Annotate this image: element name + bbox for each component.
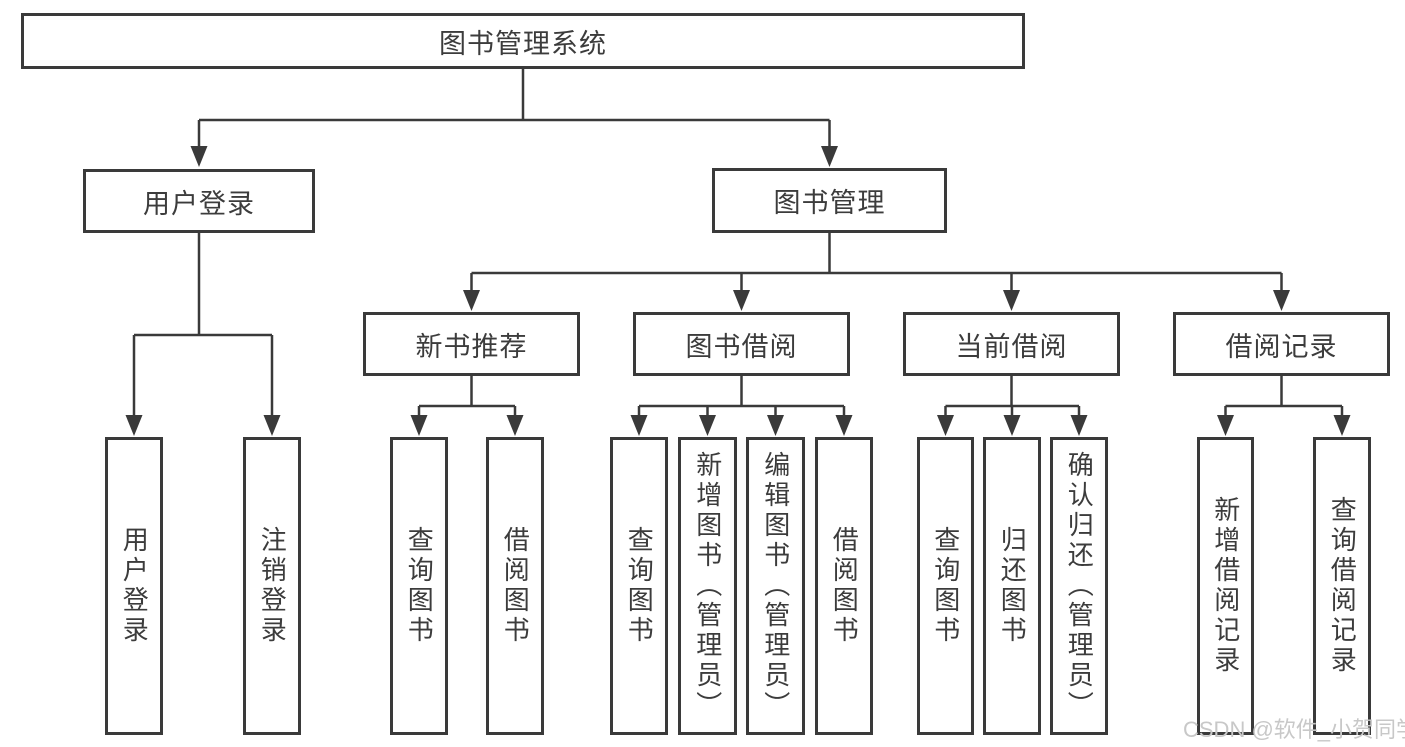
leaf-current-return-books: 归还图书 [983, 437, 1041, 735]
node-label: 借阅图书 [500, 526, 531, 646]
node-label: 图书借阅 [685, 331, 798, 362]
leaf-borrowing-query-books: 查询图书 [610, 437, 668, 735]
leaf-user-login: 用户登录 [105, 437, 163, 735]
leaf-recommend-query-books: 查询图书 [390, 437, 448, 735]
node-label: 借阅记录 [1225, 331, 1338, 362]
node-label: 新增借阅记录 [1210, 496, 1241, 676]
node-new-book-recommend: 新书推荐 [363, 312, 580, 376]
node-label: 用户登录 [119, 526, 150, 646]
node-label: 注销登录 [257, 526, 288, 646]
node-label: 用户登录 [143, 188, 255, 219]
node-label: 图书管理系统 [439, 28, 607, 59]
node-root-library-management-system: 图书管理系统 [21, 13, 1025, 69]
node-label: 查询图书 [404, 526, 435, 646]
leaf-borrowing-add-books-admin: 新增图书（管理员） [678, 437, 737, 735]
node-label: 当前借阅 [955, 331, 1068, 362]
node-label: 查询图书 [624, 526, 655, 646]
node-user-login-group: 用户登录 [83, 169, 315, 233]
node-label: 编辑图书（管理员） [760, 451, 791, 721]
leaf-logout: 注销登录 [243, 437, 301, 735]
node-book-borrowing: 图书借阅 [633, 312, 850, 376]
node-label: 借阅图书 [829, 526, 860, 646]
node-label: 确认归还（管理员） [1064, 451, 1095, 721]
leaf-borrowing-borrow-books: 借阅图书 [815, 437, 873, 735]
node-label: 查询借阅记录 [1327, 496, 1358, 676]
leaf-records-query-borrow-record: 查询借阅记录 [1313, 437, 1371, 735]
leaf-borrowing-edit-books-admin: 编辑图书（管理员） [746, 437, 805, 735]
leaf-records-add-borrow-record: 新增借阅记录 [1197, 437, 1254, 735]
node-label: 新增图书（管理员） [692, 451, 723, 721]
node-label: 图书管理 [773, 188, 886, 218]
leaf-current-confirm-return-admin: 确认归还（管理员） [1050, 437, 1108, 735]
node-borrowing-records: 借阅记录 [1173, 312, 1390, 376]
node-label: 查询图书 [930, 526, 961, 646]
csdn-watermark: CSDN @软件_小贺同学 [1183, 717, 1405, 742]
leaf-current-query-books: 查询图书 [917, 437, 974, 735]
node-label: 新书推荐 [415, 331, 528, 362]
node-current-borrowing: 当前借阅 [903, 312, 1120, 376]
node-label: 归还图书 [997, 526, 1028, 646]
node-book-management-group: 图书管理 [712, 168, 947, 233]
leaf-recommend-borrow-books: 借阅图书 [486, 437, 544, 735]
